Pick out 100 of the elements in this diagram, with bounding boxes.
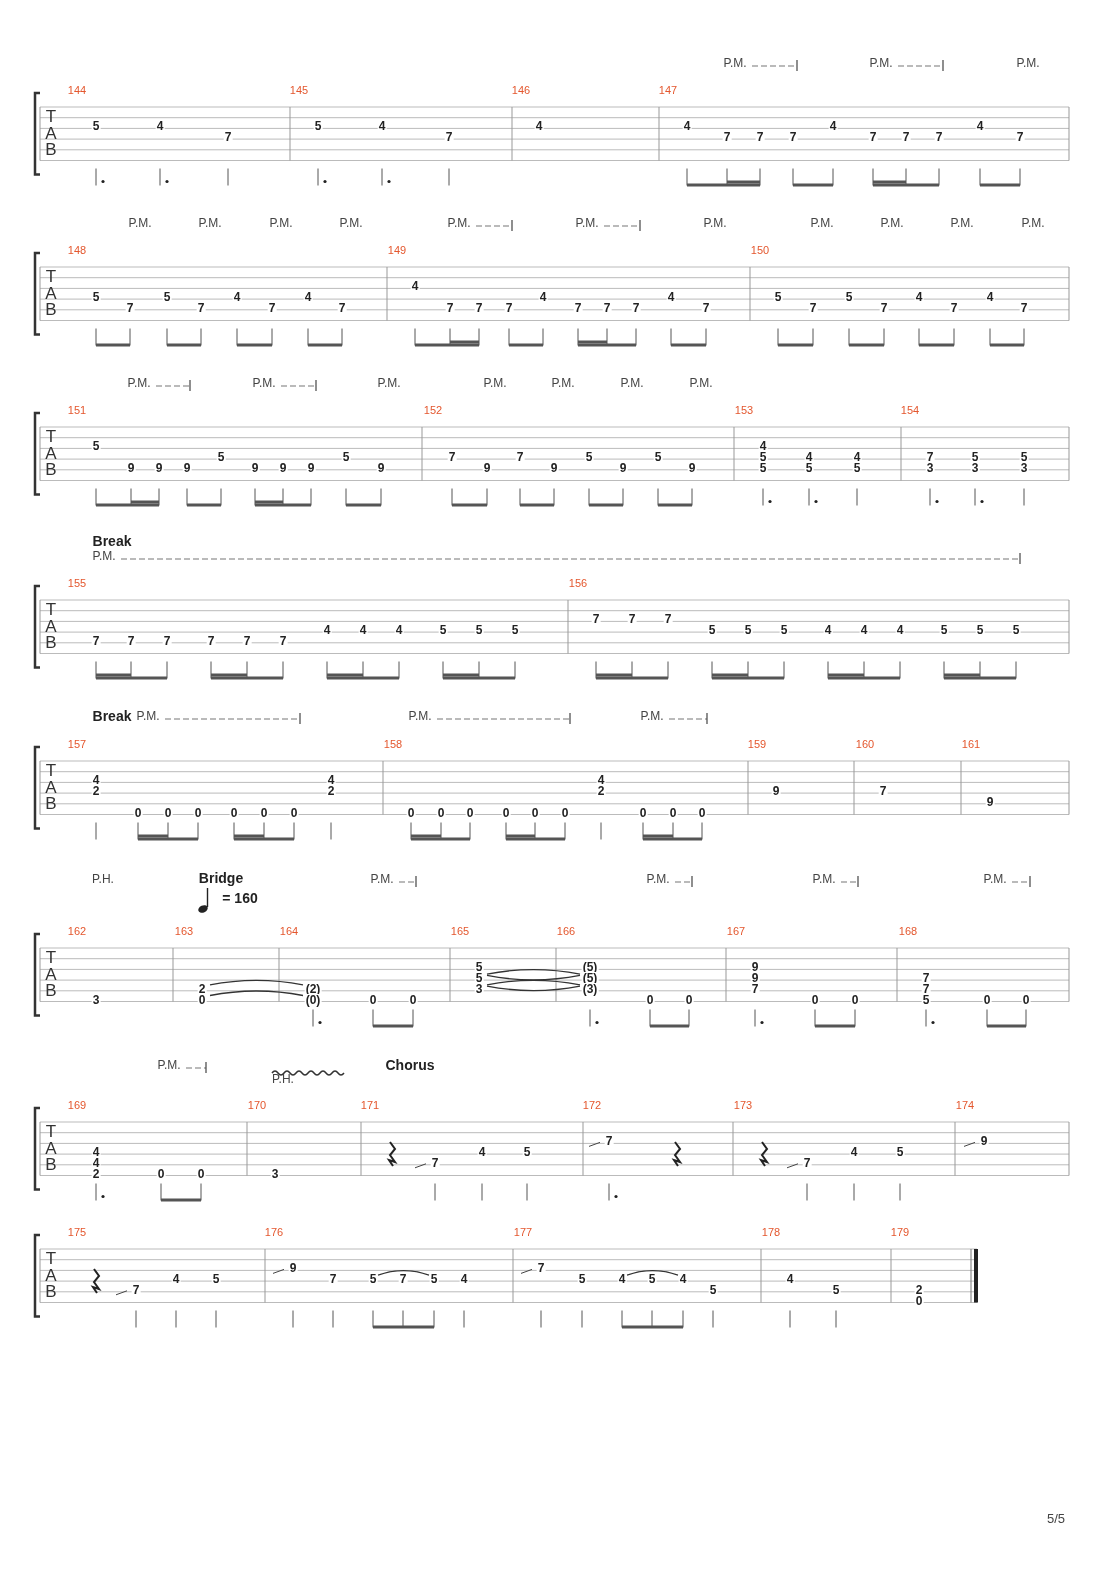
measure-number: 175	[67, 1226, 87, 1238]
measure-number: 146	[511, 84, 531, 96]
fret-number: 7	[1019, 301, 1029, 314]
fret-number: 3	[474, 982, 484, 995]
fret-number: 7	[126, 634, 136, 647]
fret-number: 0	[668, 806, 678, 819]
fret-number: 9	[126, 461, 136, 474]
fret-number: 4	[678, 1273, 688, 1286]
palm-mute-label: P.M.	[483, 377, 507, 389]
palm-mute-label: P.M.	[269, 217, 293, 229]
fret-number: 7	[591, 613, 601, 626]
fret-number: 0	[501, 806, 511, 819]
tab-clef-letter: B	[45, 300, 57, 318]
measure-number: 149	[387, 244, 407, 256]
fret-number: 7	[868, 131, 878, 144]
fret-number: 7	[328, 1273, 338, 1286]
fret-number: 5	[707, 624, 717, 637]
fret-number: 7	[627, 613, 637, 626]
fret-number: 7	[447, 451, 457, 464]
palm-mute-label: P.M.	[551, 377, 575, 389]
measure-number: 170	[247, 1099, 267, 1111]
fret-number: 5	[584, 451, 594, 464]
palm-mute-label: P.M.	[136, 710, 160, 722]
fret-number: 4	[666, 291, 676, 304]
palm-mute-label: P.M.	[575, 217, 599, 229]
fret-number: 7	[278, 634, 288, 647]
measure-number: 161	[961, 738, 981, 750]
measure-number: 147	[658, 84, 678, 96]
fret-number: 7	[196, 301, 206, 314]
measure-number: 169	[67, 1099, 87, 1111]
measure-number: 150	[750, 244, 770, 256]
palm-mute-label: P.M.	[1021, 217, 1045, 229]
palm-mute-label: P.M.	[950, 217, 974, 229]
fret-number: 0	[229, 806, 239, 819]
fret-number: 7	[474, 301, 484, 314]
fret-number: 3	[270, 1167, 280, 1180]
fret-number: 0	[163, 806, 173, 819]
fret-number: 7	[242, 634, 252, 647]
palm-mute-label: P.M.	[1016, 57, 1040, 69]
tab-clef-letter: B	[45, 1155, 57, 1173]
fret-number: 5	[522, 1146, 532, 1159]
fret-number: 4	[914, 291, 924, 304]
fret-number: 5	[313, 120, 323, 133]
measure-number: 166	[556, 925, 576, 937]
tab-clef-letter: A	[45, 965, 57, 983]
measure-number: 167	[726, 925, 746, 937]
fret-number: 7	[445, 301, 455, 314]
fret-number: 9	[376, 461, 386, 474]
fret-number: 9	[278, 461, 288, 474]
measure-number: 155	[67, 577, 87, 589]
fret-number: 0	[1021, 993, 1031, 1006]
measure-number: 152	[423, 404, 443, 416]
palm-mute-label: P.M.	[339, 217, 363, 229]
fret-number: 7	[504, 301, 514, 314]
fret-number: 7	[934, 131, 944, 144]
fret-number: 7	[125, 301, 135, 314]
measure-number: 172	[582, 1099, 602, 1111]
measure-number: 164	[279, 925, 299, 937]
fret-number: 0	[810, 993, 820, 1006]
fret-number: 7	[131, 1283, 141, 1296]
fret-number: 4	[895, 624, 905, 637]
tab-clef-letter: A	[45, 1266, 57, 1284]
fret-number: 9	[182, 461, 192, 474]
palm-mute-label: P.M.	[408, 710, 432, 722]
fret-number: 0	[197, 993, 207, 1006]
tab-clef-letter: A	[45, 284, 57, 302]
fret-number: 0	[436, 806, 446, 819]
fret-number: 5	[779, 624, 789, 637]
fret-number: 0	[196, 1167, 206, 1180]
fret-number: 4	[91, 1156, 101, 1169]
fret-number: 3	[91, 993, 101, 1006]
fret-number: 9	[979, 1135, 989, 1148]
fret-number: 2	[91, 1167, 101, 1180]
section-title: Bridge	[198, 871, 244, 885]
pinch-harmonic-label: P.H.	[272, 1073, 294, 1085]
fret-number: 2	[914, 1283, 924, 1296]
measure-number: 177	[513, 1226, 533, 1238]
fret-number: 9	[250, 461, 260, 474]
fret-number: 5	[773, 291, 783, 304]
fret-number: 7	[808, 301, 818, 314]
fret-number: 4	[785, 1273, 795, 1286]
fret-number: 4	[459, 1273, 469, 1286]
fret-number: 9	[687, 461, 697, 474]
fret-number: 5	[91, 291, 101, 304]
tab-clef-letter: B	[45, 794, 57, 812]
fret-number: 0	[914, 1294, 924, 1307]
tab-clef-letter: A	[45, 778, 57, 796]
palm-mute-label: P.M.	[157, 1059, 181, 1071]
palm-mute-label: P.M.	[252, 377, 276, 389]
fret-number: 5	[844, 291, 854, 304]
tab-clef-letter: B	[45, 140, 57, 158]
tab-clef-letter: T	[45, 1249, 57, 1267]
palm-mute-label: P.M.	[983, 873, 1007, 885]
fret-number: 4	[358, 624, 368, 637]
fret-number: 7	[901, 131, 911, 144]
measure-number: 145	[289, 84, 309, 96]
fret-number: 7	[602, 301, 612, 314]
fret-number: 3	[970, 461, 980, 474]
fret-number: 3	[1019, 461, 1029, 474]
section-title: Chorus	[385, 1058, 435, 1072]
